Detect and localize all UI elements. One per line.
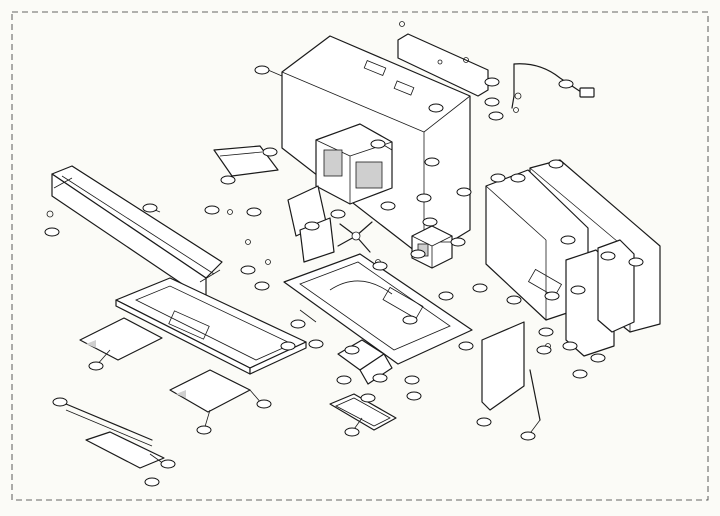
callout-tag <box>330 209 346 219</box>
callout-tag <box>344 427 360 437</box>
callout-tag <box>88 361 104 371</box>
stirrer-fan-blade <box>337 221 373 253</box>
callout-tag <box>590 353 606 363</box>
callout-tag <box>424 157 440 167</box>
front-control-panel <box>51 165 223 301</box>
callout-tag <box>380 201 396 211</box>
callout-tag <box>410 249 426 259</box>
callout-tag <box>456 187 472 197</box>
callout-tag <box>304 221 320 231</box>
callout-tag <box>254 281 270 291</box>
callout-tag <box>372 373 388 383</box>
callout-tag <box>472 283 488 293</box>
callout-tag <box>160 459 176 469</box>
callout-tag <box>360 393 376 403</box>
callout-tag <box>536 345 552 355</box>
callout-tag <box>240 265 256 275</box>
callout-tag <box>458 341 474 351</box>
bottom-cover-plate-right <box>169 369 251 413</box>
callout-tag <box>570 285 586 295</box>
callout-tags <box>44 65 644 487</box>
callout-tag <box>428 103 444 113</box>
callout-tag <box>370 139 386 149</box>
callout-tag <box>144 477 160 487</box>
callout-tag <box>422 217 438 227</box>
callout-tag <box>438 291 454 301</box>
callout-tag <box>52 397 68 407</box>
callout-tag <box>246 207 262 217</box>
callout-tag <box>406 391 422 401</box>
callout-tag <box>520 431 536 441</box>
door-hinge-panel <box>481 321 525 411</box>
lower-access-cover <box>85 431 165 469</box>
callout-tag <box>488 111 504 121</box>
callout-tag <box>560 235 576 245</box>
callout-tag <box>44 227 60 237</box>
callout-tag <box>548 159 564 169</box>
callout-tag <box>256 399 272 409</box>
callout-tag <box>558 79 574 89</box>
callout-tag <box>220 175 236 185</box>
callout-tag <box>600 251 616 261</box>
top-mounting-bracket <box>397 21 489 97</box>
callout-tag <box>450 237 466 247</box>
callout-tag <box>416 193 432 203</box>
cavity-base-plate <box>283 253 473 365</box>
callout-tag <box>562 341 578 351</box>
callout-tag <box>510 173 526 183</box>
callout-tag <box>372 261 388 271</box>
callout-tag <box>538 327 554 337</box>
grease-filter-tray <box>213 145 279 177</box>
callout-tag <box>506 295 522 305</box>
bottom-base-frame <box>115 277 307 375</box>
callout-tag <box>484 77 500 87</box>
callout-tag <box>476 417 492 427</box>
callout-tag <box>290 319 306 329</box>
callout-tag <box>402 315 418 325</box>
callout-tag <box>572 369 588 379</box>
callout-tag <box>484 97 500 107</box>
callout-tag <box>262 147 278 157</box>
callout-tag <box>196 425 212 435</box>
support-rod <box>65 403 153 447</box>
callout-tag <box>280 341 296 351</box>
callout-tag <box>308 339 324 349</box>
callout-tag <box>344 345 360 355</box>
power-cord <box>511 63 595 113</box>
blower-fan-assembly <box>315 123 393 205</box>
callout-tag <box>336 375 352 385</box>
callout-tag <box>404 375 420 385</box>
bottom-cover-plate-left <box>79 317 163 361</box>
control-board-panel <box>565 239 635 357</box>
callout-tag <box>628 257 644 267</box>
callout-tag <box>490 173 506 183</box>
callout-tag <box>142 203 158 213</box>
callout-tag <box>254 65 270 75</box>
callout-tag <box>204 205 220 215</box>
sheet-border <box>11 11 709 501</box>
callout-tag <box>544 291 560 301</box>
